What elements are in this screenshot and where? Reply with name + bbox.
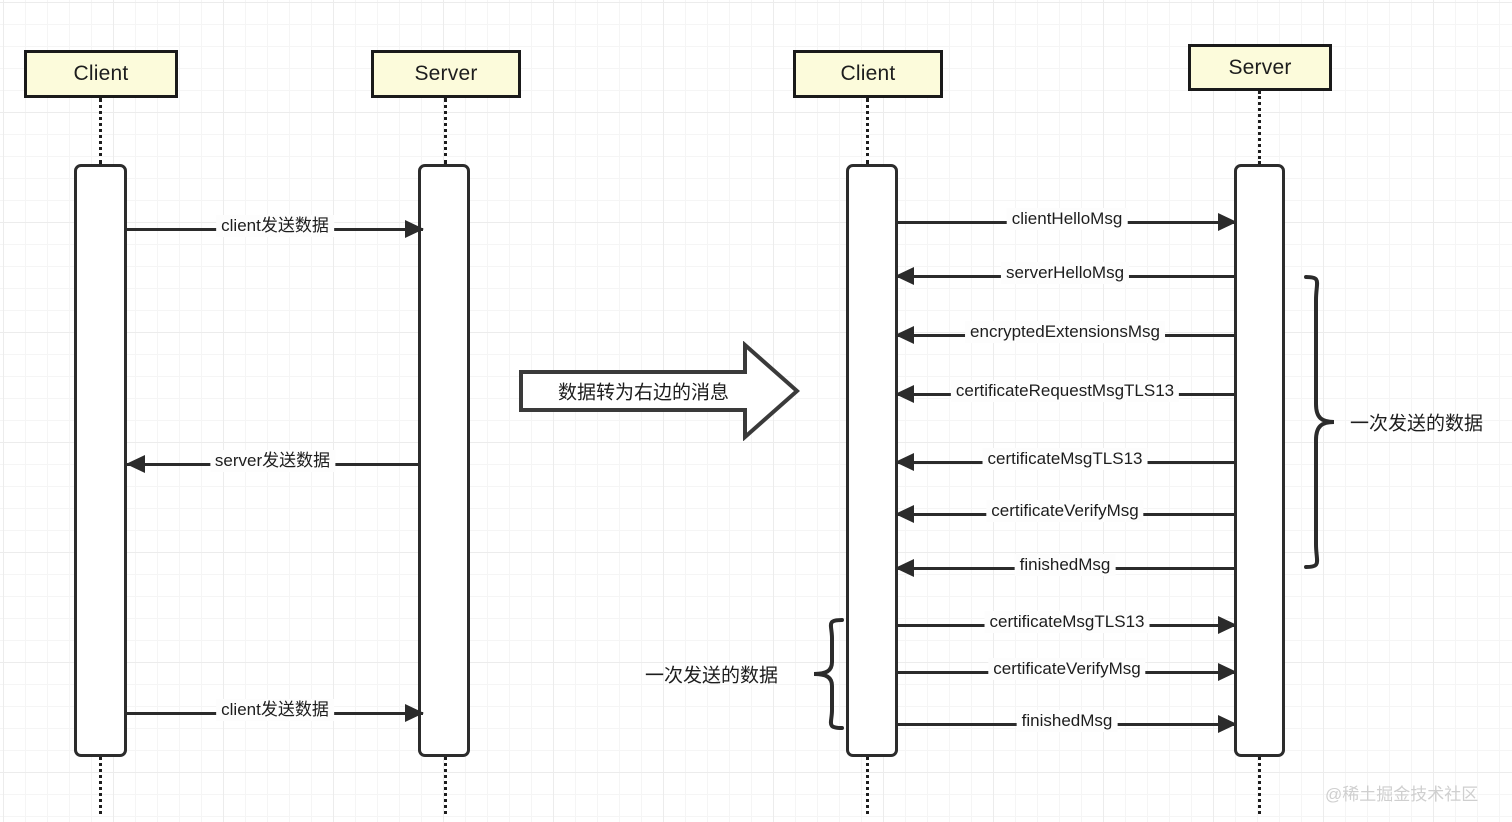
message-label: serverHelloMsg bbox=[1000, 262, 1130, 284]
message-label: client发送数据 bbox=[216, 215, 334, 237]
arrowhead-left-icon bbox=[895, 453, 914, 471]
message-label: finishedMsg bbox=[1014, 554, 1116, 576]
arrowhead-left-icon bbox=[126, 455, 145, 473]
message-label: encryptedExtensionsMsg bbox=[965, 321, 1165, 343]
message-label: server发送数据 bbox=[209, 450, 336, 472]
message-label: certificateMsgTLS13 bbox=[984, 611, 1150, 633]
annotation-label: 一次发送的数据 bbox=[645, 665, 779, 687]
activation-bar-client-left bbox=[74, 164, 127, 757]
annotation-server-batch: 一次发送的数据 bbox=[1298, 272, 1508, 572]
participant-label: Server bbox=[1228, 55, 1292, 79]
participant-label: Client bbox=[73, 62, 129, 85]
curly-brace-left-icon bbox=[813, 618, 844, 730]
participant-box-server-right[interactable]: Server bbox=[1188, 44, 1332, 91]
lifeline-client-right-top bbox=[866, 98, 869, 164]
arrowhead-left-icon bbox=[895, 267, 914, 285]
arrowhead-left-icon bbox=[895, 505, 914, 523]
arrowhead-right-icon bbox=[1218, 663, 1237, 681]
transform-arrow-label: 数据转为右边的消息 bbox=[558, 382, 730, 404]
participant-label: Client bbox=[840, 62, 896, 85]
transform-arrow: 数据转为右边的消息 bbox=[518, 340, 801, 442]
activation-bar-server-left bbox=[418, 164, 470, 757]
activation-bar-client-right bbox=[846, 164, 898, 757]
arrowhead-left-icon bbox=[895, 559, 914, 577]
annotation-label: 一次发送的数据 bbox=[1350, 413, 1484, 435]
participant-box-client-right[interactable]: Client bbox=[793, 50, 943, 98]
message-label: certificateVerifyMsg bbox=[988, 658, 1146, 680]
participant-box-server-left[interactable]: Server bbox=[371, 50, 521, 98]
arrowhead-left-icon bbox=[895, 385, 914, 403]
arrowhead-right-icon bbox=[1218, 715, 1237, 733]
message-label: certificateMsgTLS13 bbox=[982, 448, 1148, 470]
arrowhead-right-icon bbox=[1218, 213, 1237, 231]
arrowhead-left-icon bbox=[895, 326, 914, 344]
lifeline-server-left-bottom bbox=[444, 757, 447, 814]
message-label: clientHelloMsg bbox=[1006, 208, 1128, 230]
lifeline-client-right-bottom bbox=[866, 757, 869, 814]
watermark: @稀土掘金技术社区 bbox=[1325, 785, 1479, 804]
arrowhead-right-icon bbox=[1218, 616, 1237, 634]
message-label: client发送数据 bbox=[216, 699, 334, 721]
message-label: finishedMsg bbox=[1016, 710, 1118, 732]
annotation-client-batch: 一次发送的数据 bbox=[645, 616, 850, 732]
lifeline-server-left-top bbox=[444, 98, 447, 164]
lifeline-client-left-top bbox=[99, 98, 102, 164]
big-arrow-icon bbox=[519, 340, 801, 442]
message-label: certificateVerifyMsg bbox=[986, 500, 1144, 522]
lifeline-server-right-top bbox=[1258, 91, 1261, 164]
arrowhead-right-icon bbox=[405, 220, 424, 238]
activation-bar-server-right bbox=[1234, 164, 1285, 757]
arrowhead-right-icon bbox=[405, 704, 424, 722]
message-label: certificateRequestMsgTLS13 bbox=[950, 380, 1180, 402]
curly-brace-right-icon bbox=[1304, 275, 1335, 569]
participant-box-client-left[interactable]: Client bbox=[24, 50, 178, 98]
lifeline-server-right-bottom bbox=[1258, 757, 1261, 814]
lifeline-client-left-bottom bbox=[99, 757, 102, 814]
participant-label: Server bbox=[414, 62, 478, 85]
